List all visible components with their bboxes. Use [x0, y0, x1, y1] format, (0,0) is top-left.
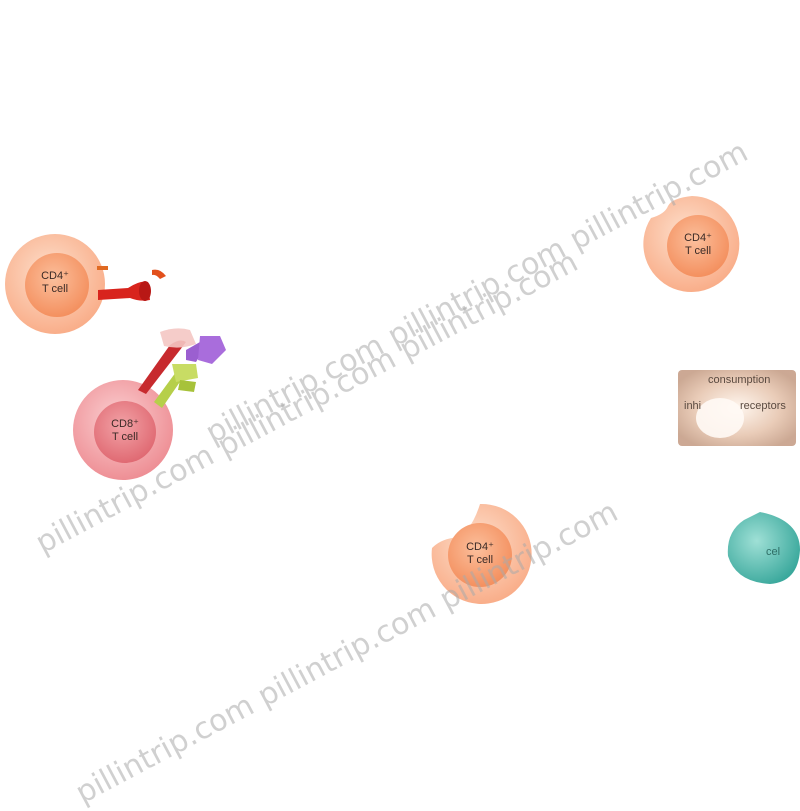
- inhibitory-right-text: receptors: [740, 400, 786, 412]
- cd4-t-cell-left: [5, 234, 105, 334]
- receptor-complex: [138, 328, 226, 408]
- cd4-t-cell-right: [643, 196, 740, 292]
- inhibitory-left-text: inhi: [684, 400, 702, 412]
- cd4-left-line2: T cell: [41, 283, 69, 295]
- cd8-t-cell: [73, 380, 173, 480]
- cd4-bottom-label: CD4⁺ T cell: [450, 541, 510, 567]
- red-ligand-molecule: [97, 266, 166, 301]
- cd4-t-cell-bottom: [431, 503, 532, 604]
- cd4-right-line2: T cell: [684, 245, 712, 257]
- blurred-annotation-box: [678, 370, 796, 446]
- cd4-right-label: CD4⁺ T cell: [668, 232, 728, 258]
- cd4-left-line1: CD4⁺: [41, 270, 69, 282]
- cd8-line1: CD8⁺: [111, 418, 139, 430]
- cd4-left-label: CD4⁺ T cell: [25, 270, 85, 296]
- cd4-bottom-line2: T cell: [466, 554, 494, 566]
- cd8-label: CD8⁺ T cell: [95, 418, 155, 444]
- teal-cell-partial: [727, 512, 800, 584]
- teal-cell-label: cel: [766, 546, 781, 558]
- cd4-bottom-line1: CD4⁺: [466, 541, 494, 553]
- cd4-right-line1: CD4⁺: [684, 232, 712, 244]
- cd8-line2: T cell: [111, 431, 139, 443]
- consumption-text: consumption: [708, 374, 771, 386]
